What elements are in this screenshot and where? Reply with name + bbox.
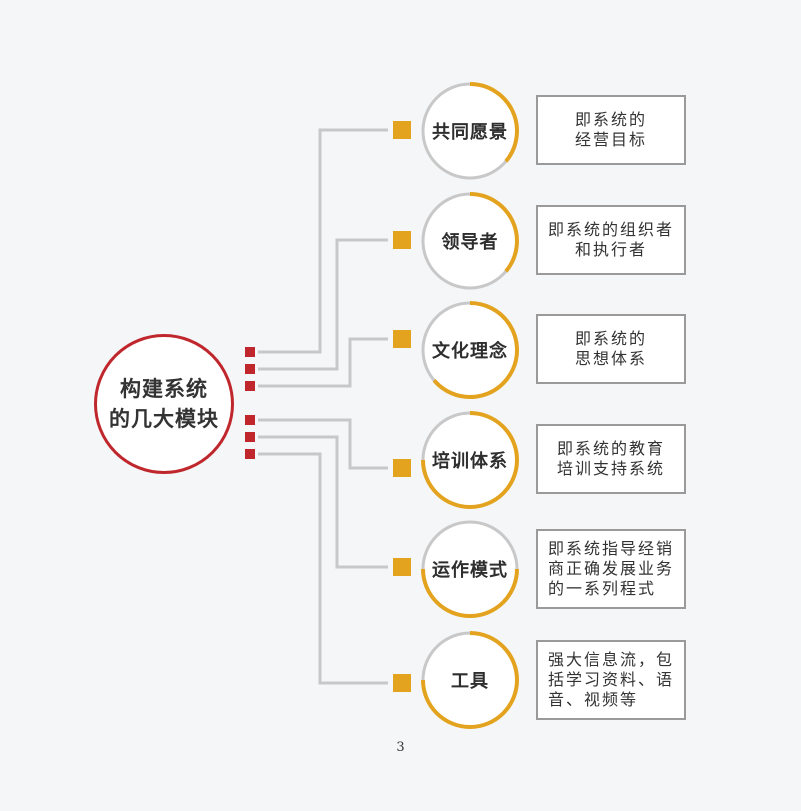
connector-line-3 [258, 337, 388, 388]
desc-text-3: 即系统的 思想体系 [574, 329, 647, 368]
connector-line-4 [258, 418, 388, 470]
marker-square-5 [393, 558, 411, 576]
module-circle-3: 文化理念 [420, 300, 520, 400]
marker-square-6 [393, 674, 411, 692]
connector-dot-2 [245, 364, 255, 374]
desc-box-5: 即系统指导经销 商正确发展业务 的一系列程式 [536, 529, 686, 609]
marker-square-2 [393, 231, 411, 249]
module-label-4: 培训体系 [432, 451, 508, 472]
desc-text-4: 即系统的教育 培训支持系统 [556, 439, 665, 478]
connector-dot-4 [245, 415, 255, 425]
center-title-line-2: 的几大模块 [109, 407, 219, 431]
module-circle-1: 共同愿景 [420, 81, 520, 181]
connector-line-2 [258, 238, 388, 371]
desc-box-1: 即系统的 经营目标 [536, 95, 686, 165]
page-number: 3 [396, 740, 405, 755]
connector-line-6 [258, 452, 388, 685]
desc-text-6: 强大信息流，包 括学习资料、语 音、视频等 [547, 650, 674, 709]
module-ring-2 [421, 192, 519, 290]
connector-dot-5 [245, 432, 255, 442]
module-label-5: 运作模式 [432, 560, 508, 581]
center-node: 构建系统 的几大模块 [94, 334, 234, 474]
module-ring-1 [421, 82, 519, 180]
connector-dot-6 [245, 449, 255, 459]
module-ring-3 [421, 301, 519, 399]
module-circle-4: 培训体系 [420, 410, 520, 510]
desc-text-5: 即系统指导经销 商正确发展业务 的一系列程式 [547, 539, 674, 598]
center-title-line-1: 构建系统 [120, 377, 208, 401]
connector-line-1 [258, 128, 388, 354]
module-ring-4 [421, 411, 519, 509]
module-circle-6: 工具 [420, 630, 520, 730]
desc-text-2: 即系统的组织者 和执行者 [547, 220, 674, 259]
module-label-2: 领导者 [441, 232, 499, 253]
module-label-6: 工具 [451, 671, 489, 692]
desc-box-2: 即系统的组织者 和执行者 [536, 205, 686, 275]
module-ring-5 [421, 520, 519, 618]
module-label-3: 文化理念 [432, 341, 508, 362]
module-circle-5: 运作模式 [420, 519, 520, 619]
module-ring-6 [421, 631, 519, 729]
desc-box-6: 强大信息流，包 括学习资料、语 音、视频等 [536, 640, 686, 720]
desc-text-1: 即系统的 经营目标 [574, 110, 647, 149]
marker-square-4 [393, 459, 411, 477]
module-circle-2: 领导者 [420, 191, 520, 291]
marker-square-3 [393, 330, 411, 348]
connector-dot-3 [245, 381, 255, 391]
marker-square-1 [393, 121, 411, 139]
connector-line-5 [258, 435, 388, 569]
desc-box-4: 即系统的教育 培训支持系统 [536, 424, 686, 494]
connector-dot-1 [245, 347, 255, 357]
module-label-1: 共同愿景 [432, 122, 508, 143]
desc-box-3: 即系统的 思想体系 [536, 314, 686, 384]
